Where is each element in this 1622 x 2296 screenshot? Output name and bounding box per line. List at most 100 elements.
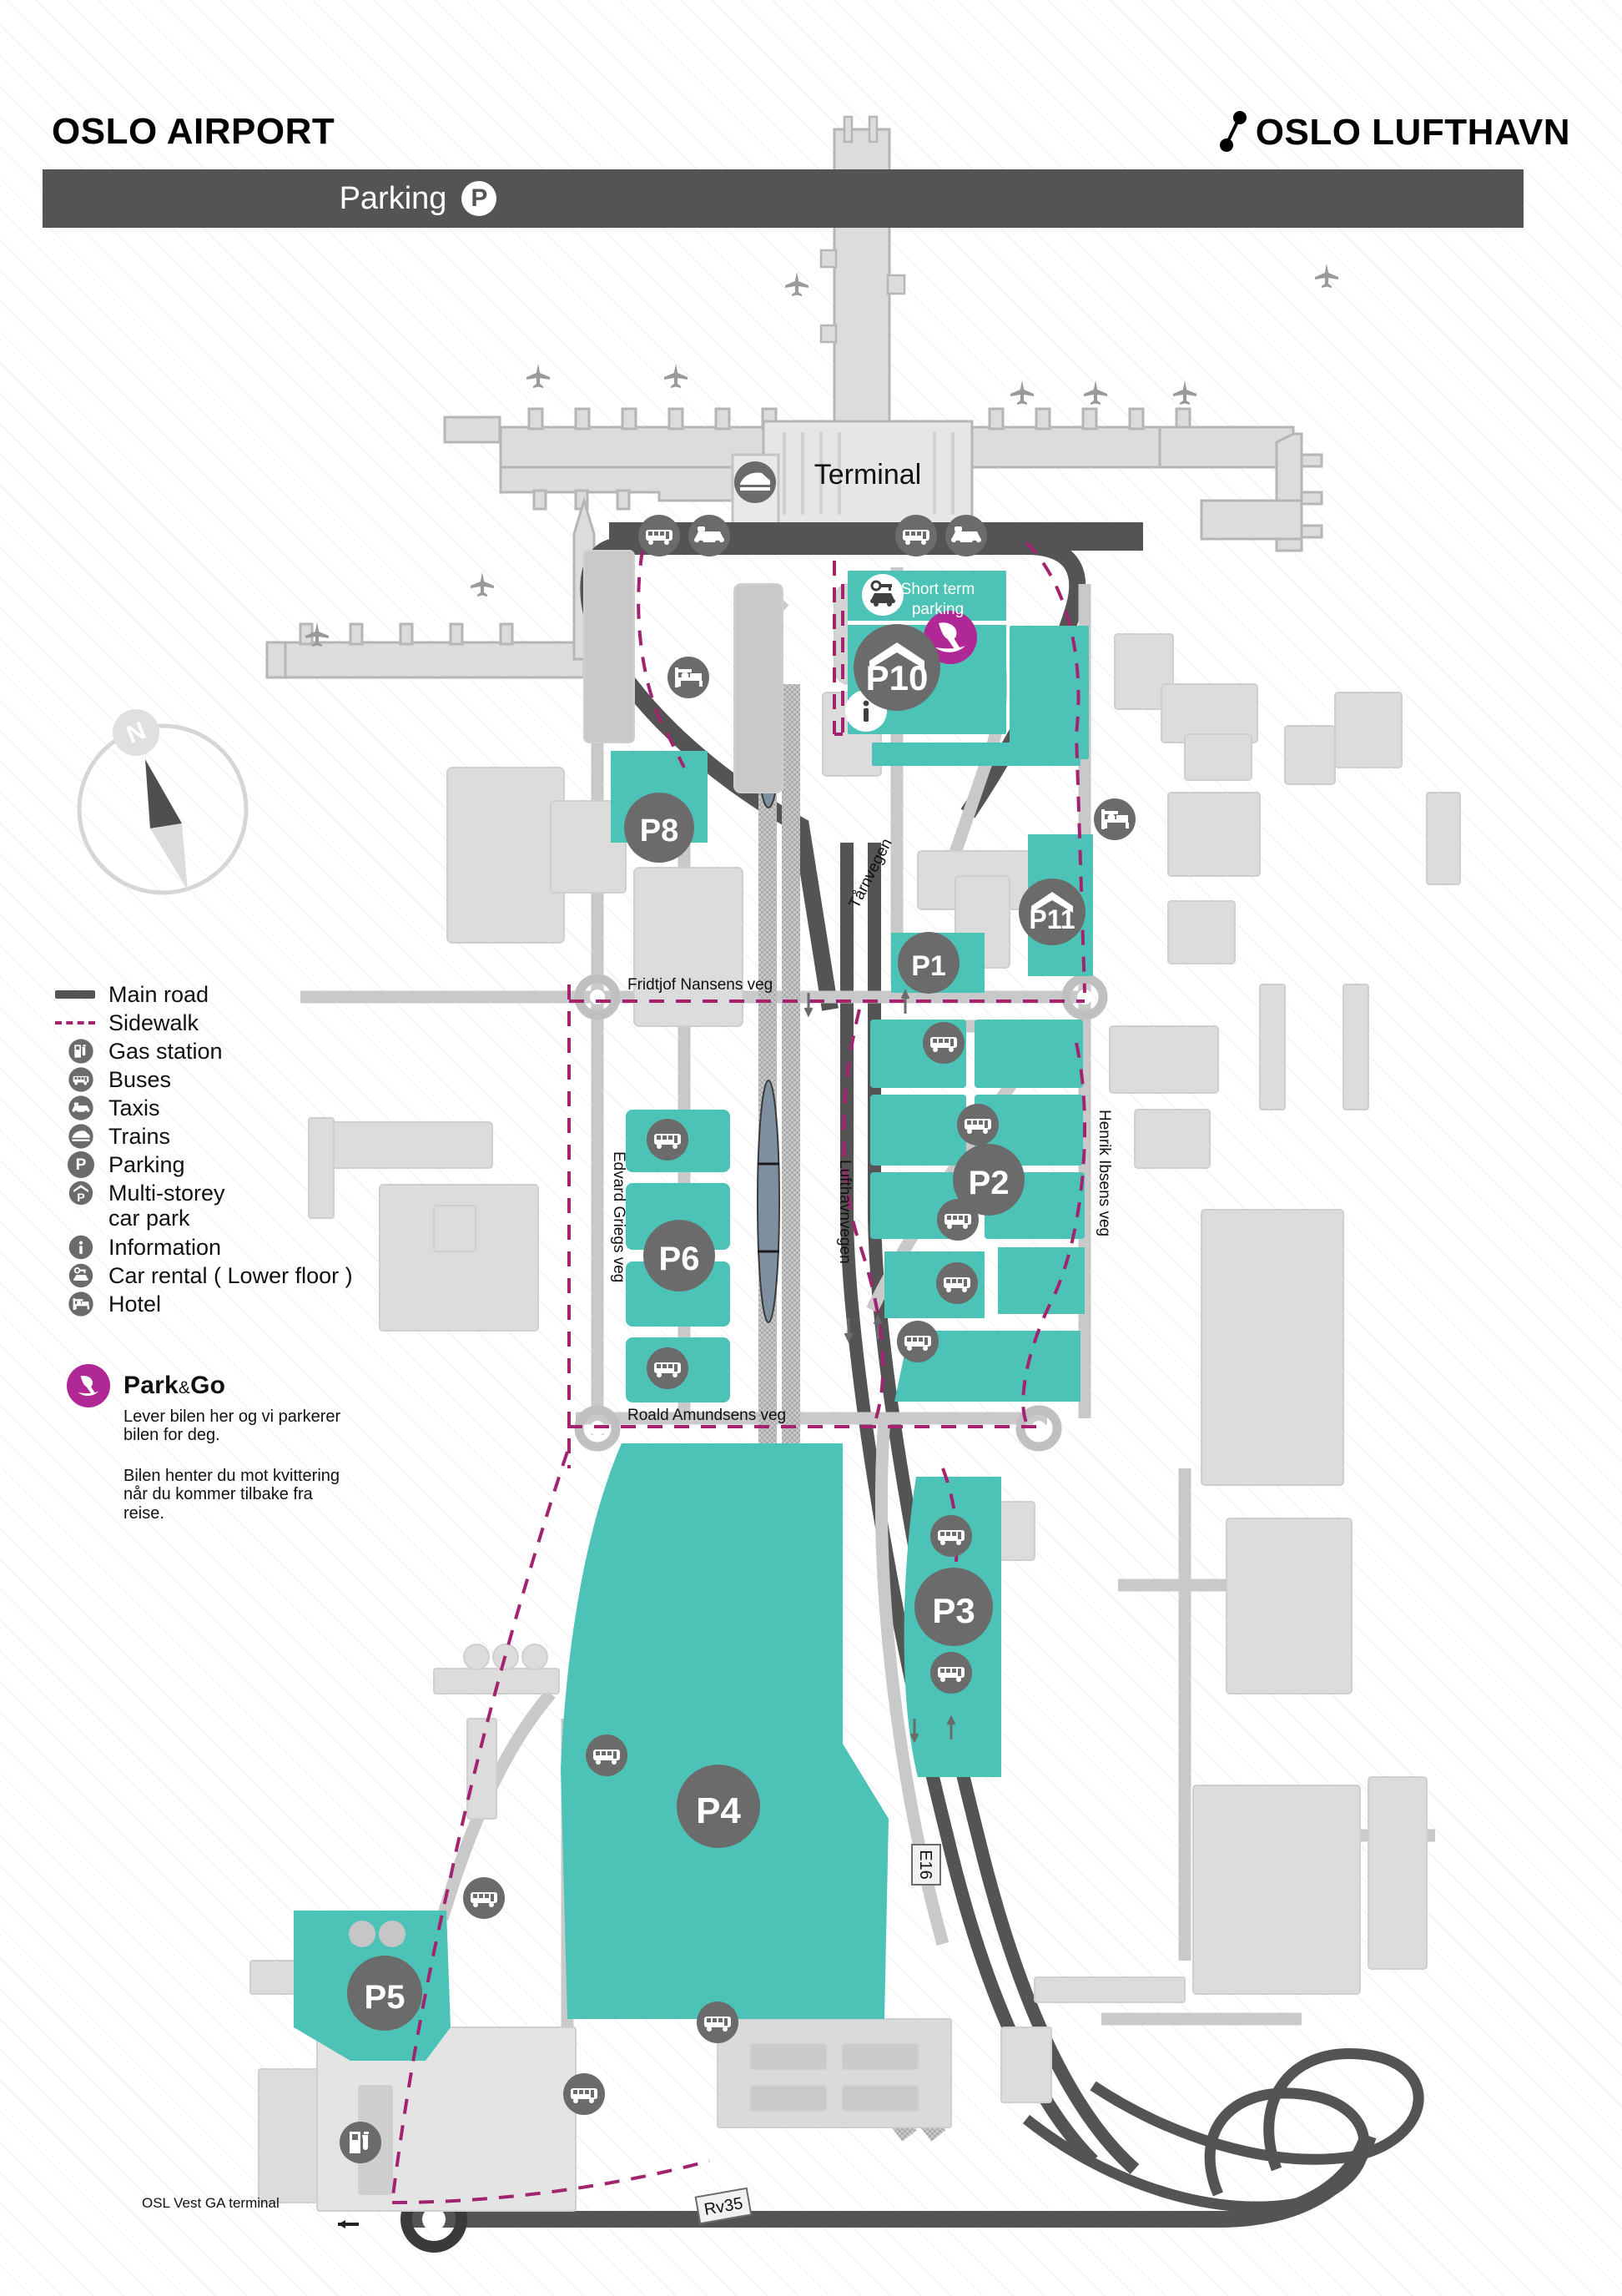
legend-label: Trains [108, 1123, 171, 1149]
hotel-icon [1094, 798, 1136, 840]
parking-marker-p6 [643, 1220, 715, 1292]
parking-marker-label: P3 [932, 1591, 975, 1630]
title-bar: Parking P [43, 169, 1524, 228]
legend-item-taxis: Taxis [67, 1094, 417, 1122]
legend-item-hotel: Hotel [67, 1290, 417, 1318]
legend-label: Information [108, 1234, 222, 1260]
parking-marker-label: P4 [696, 1790, 741, 1831]
destination-label-osl-vest: OSL Vest GA terminal [142, 2195, 280, 2211]
legend-label: Multi-storey [108, 1180, 225, 1206]
legend-label: Sidewalk [108, 1010, 199, 1035]
bus-icon [957, 1104, 999, 1145]
parking-marker-p11 [1019, 879, 1086, 945]
info-icon [67, 1233, 95, 1261]
legend-item-gas-station: Gas station [67, 1037, 417, 1065]
street-label-henrik-ibsens-veg: Henrik Ibsens veg [1096, 1110, 1113, 1236]
bus-icon [895, 515, 937, 556]
legend-label: Main road [108, 981, 209, 1007]
bus-icon [563, 2073, 605, 2115]
legend-label: Parking [108, 1151, 185, 1177]
bus-icon [638, 515, 680, 556]
bus-icon [923, 1022, 965, 1064]
train-icon [67, 1122, 95, 1151]
parking-markers[interactable]: P10 P8 P11 P1 P2 P6 P3 P4 P5 [347, 624, 1086, 2031]
brand-right-text: OSLO LUFTHAVN [1255, 112, 1570, 153]
direction-arrows [803, 989, 956, 1744]
legend-item-main-road: Main road [55, 980, 417, 1009]
legend-label: Hotel [108, 1291, 162, 1317]
brand-oslo-lufthavn: OSLO LUFTHAVN [1219, 111, 1570, 154]
short-term-parking-label-line1: Short term [901, 581, 975, 598]
parking-marker-label: P2 [969, 1165, 1010, 1201]
svg-text:E16: E16 [916, 1850, 934, 1880]
parking-area-p4 [561, 1443, 889, 2019]
park-and-go-ampersand: & [178, 1378, 191, 1397]
parking-marker-p8 [624, 793, 694, 863]
street-label-fridtjof-nansens-veg: Fridtjof Nansens veg [627, 976, 773, 994]
hotel-icon [67, 1290, 95, 1318]
multi-storey-parking-icon: P [67, 1179, 95, 1207]
legend-item-sidewalk: Sidewalk [55, 1009, 417, 1037]
park-and-go-title-a: Park [123, 1372, 179, 1399]
road-shield-e16: E16 [911, 1844, 941, 1886]
sidewalk-swatch [55, 1009, 95, 1037]
map-dot [349, 1921, 375, 1947]
bus-icon [897, 1321, 939, 1362]
osl-logo-icon [1219, 111, 1247, 152]
taxi-icon [945, 515, 987, 556]
brand-oslo-airport: OSLO AIRPORT [52, 111, 335, 152]
legend-label: Buses [108, 1066, 172, 1092]
bus-icon [930, 1515, 972, 1557]
bus-icon [586, 1735, 627, 1776]
compass-needle-north [145, 759, 182, 828]
gas-station-icon [340, 2122, 381, 2163]
legend-item-trains: Trains [67, 1122, 417, 1151]
hotel-icon [667, 657, 709, 698]
compass-needle-south [150, 823, 188, 890]
parking-marker-label: P6 [659, 1241, 700, 1277]
parking-marker-label: P5 [365, 1979, 406, 2016]
roundabout [574, 974, 1108, 1452]
page-title: Parking [339, 180, 447, 216]
car-rental-icon [67, 1261, 95, 1290]
short-term-parking-label-line2: parking [912, 601, 964, 618]
gas-station-icon [67, 1037, 95, 1065]
title-bar-content: Parking P [43, 169, 793, 228]
legend-label-multi-storey-line2: car park [108, 1206, 190, 1231]
compass-north-badge [113, 709, 159, 756]
map-icons[interactable] [340, 515, 1136, 2163]
bus-icon [67, 1065, 95, 1094]
legend-label: Taxis [108, 1095, 160, 1120]
svg-text:P: P [77, 1191, 84, 1205]
legend-item-buses: Buses [67, 1065, 417, 1094]
legend-label: Gas station [108, 1038, 223, 1064]
page-header: OSLO AIRPORT OSLO LUFTHAVN Parking P [0, 0, 1622, 250]
parking-marker-label: P10 [866, 658, 929, 697]
road-shield-rv35: Rv35 [694, 2187, 753, 2225]
bus-icon [647, 1119, 688, 1161]
park-and-go-paragraph-2: Bilen henter du mot kvittering når du ko… [123, 1466, 340, 1523]
sidewalk-paths [390, 541, 1086, 2204]
parking-badge-icon: P [461, 181, 497, 216]
street-label-edvard-griegs-veg: Edvard Griegs veg [610, 1151, 627, 1282]
park-and-go-icon [67, 1364, 110, 1407]
train-icon[interactable] [734, 461, 776, 503]
parking-marker-label: P11 [1029, 904, 1075, 934]
parking-icon: P [67, 1151, 95, 1179]
map-legend: Main road Sidewalk Gas station Buses Tax… [55, 980, 417, 1318]
bus-icon [647, 1347, 688, 1389]
park-and-go-title: Park&Go [123, 1372, 225, 1400]
legend-item-information: Information [67, 1233, 417, 1261]
bus-icon [936, 1262, 978, 1304]
bus-icon [930, 1652, 972, 1694]
taxi-icon [67, 1094, 95, 1122]
compass-rose: N [58, 697, 267, 905]
map-dot [379, 1921, 406, 1947]
bus-icon [697, 2001, 738, 2043]
parking-marker-p10 [854, 624, 940, 711]
main-road-swatch [55, 980, 95, 1009]
car-rental-icon [860, 572, 905, 617]
park-and-go-block: Park&Go Lever bilen her og vi parkerer b… [67, 1364, 350, 1523]
terminal-label: Terminal [814, 459, 921, 491]
